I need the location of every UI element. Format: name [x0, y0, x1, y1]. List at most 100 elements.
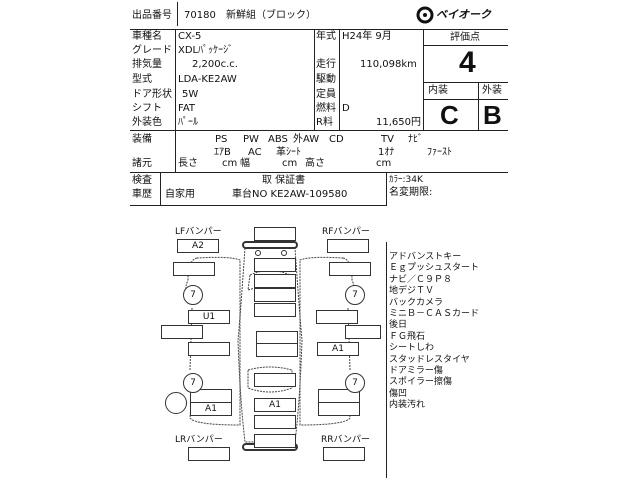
color-code: ｶﾗｰ:34K — [389, 175, 423, 185]
note-item: シートしわ — [389, 343, 435, 354]
rr-tire-circle[interactable]: 7 — [345, 373, 365, 393]
interior-score: C — [440, 100, 459, 130]
right-mirror-box[interactable] — [345, 325, 381, 339]
drive-label: 駆動 — [316, 74, 336, 85]
spec-label: 型式 — [132, 74, 152, 85]
exterior-label: 外装 — [482, 85, 502, 96]
mileage-value: 110,098km — [360, 59, 417, 70]
equip-item: CD — [329, 134, 344, 145]
year-label: 年式 — [316, 31, 336, 42]
grade: XDLﾊﾟｯｹｰｼﾞ — [178, 45, 234, 56]
left-rear-door-box[interactable] — [188, 342, 230, 356]
rf-tire-circle[interactable]: 7 — [345, 285, 365, 305]
lf-bumper-label: LFバンパー — [175, 227, 222, 237]
lf-tire-circle[interactable]: 7 — [183, 285, 203, 305]
overall-score: 4 — [459, 46, 476, 79]
rear-panel-box[interactable] — [254, 415, 296, 429]
left-mirror-box[interactable] — [161, 325, 203, 339]
note-item: Ｅｇプッシュスタート — [389, 263, 480, 274]
divider — [177, 2, 178, 26]
lr-tire-circle[interactable]: 7 — [183, 373, 203, 393]
hood-rear-box[interactable] — [254, 288, 296, 302]
year-value: H24年 9月 — [342, 31, 392, 42]
spec-label: グレード — [132, 45, 172, 56]
lot-label: 出品番号 — [132, 10, 172, 21]
model-code: LDA-KE2AW — [178, 74, 237, 85]
roof-rear-box[interactable] — [256, 343, 298, 357]
width-label: 幅 — [240, 158, 250, 169]
right-rear-box[interactable] — [318, 402, 360, 416]
name-change-deadline: 名変期限: — [389, 187, 433, 198]
inspection-label: 検査 — [132, 175, 152, 186]
spare-circle[interactable] — [165, 392, 187, 414]
note-item: 傷凹 — [389, 388, 408, 399]
equip-item: 外AW — [293, 134, 320, 145]
equip-item: 革ｼｰﾄ — [276, 147, 301, 158]
right-fender-box[interactable] — [329, 262, 371, 276]
equip-item: ABS — [268, 134, 288, 145]
left-rear-box[interactable]: A1 — [190, 402, 232, 416]
exterior-color: ﾊﾟｰﾙ — [178, 117, 198, 128]
spec-label: 外装色 — [132, 117, 162, 128]
dimensions-label: 諸元 — [132, 158, 152, 169]
note-item: 後日 — [389, 320, 408, 331]
lot-number: 70180 — [184, 10, 216, 21]
spec-label: ドア形状 — [132, 89, 172, 100]
spec-label: 車種名 — [132, 31, 162, 42]
note-item: 内装汚れ — [389, 400, 426, 411]
chassis-number: 車台NO KE2AW-109580 — [232, 189, 348, 200]
windshield-box[interactable] — [254, 303, 296, 317]
front-bumper-box[interactable] — [254, 227, 296, 241]
rear-bumper-box[interactable] — [254, 434, 296, 448]
equip-item: PS — [215, 134, 228, 145]
recycle-fee-label: R料 — [316, 117, 333, 128]
interior-label: 内装 — [428, 85, 448, 96]
spec-label: シフト — [132, 103, 162, 114]
rr-bumper-box[interactable] — [323, 447, 365, 461]
equip-item: ﾌｧｰｽﾄ — [427, 147, 452, 158]
displacement: 2,200c.c. — [192, 59, 238, 70]
hood-box[interactable] — [254, 274, 296, 288]
right-front-door-box[interactable] — [316, 310, 358, 324]
fuel-label: 燃料 — [316, 103, 336, 114]
lr-bumper-box[interactable] — [188, 447, 230, 461]
history-label: 車歴 — [132, 189, 152, 200]
equip-item: 1ｵﾅ — [378, 147, 395, 158]
recycle-fee-value: 11,650円 — [376, 117, 421, 128]
lr-bumper-label: LRバンパー — [175, 435, 223, 445]
score-label: 評価点 — [450, 32, 480, 43]
equip-item: ｴｱB — [214, 147, 231, 158]
equip-item: AC — [248, 147, 262, 158]
rf-bumper-box[interactable] — [327, 239, 369, 253]
equipment-label: 装備 — [132, 134, 152, 145]
note-item: スタッドレスタイヤ — [389, 354, 470, 365]
history-value: 自家用 — [165, 189, 195, 200]
rear-glass-box[interactable] — [254, 373, 296, 387]
fuel-value: D — [342, 103, 350, 114]
inspection-value: 取 保証書 — [262, 175, 306, 186]
note-item: バックカメラ — [389, 297, 444, 308]
venue: 新鮮組（ブロック） — [226, 10, 316, 21]
car-name: CX-5 — [178, 31, 202, 42]
left-fender-box[interactable] — [173, 262, 215, 276]
right-rear-door-box[interactable]: A1 — [317, 342, 359, 356]
spec-label: 排気量 — [132, 59, 162, 70]
note-item: ミニＢ－ＣＡＳカード — [389, 309, 480, 320]
front-panel-box[interactable] — [254, 258, 296, 272]
note-item: アドバンストキー — [389, 252, 462, 262]
exterior-score: B — [483, 100, 502, 130]
lf-bumper-box[interactable]: A2 — [177, 239, 219, 253]
note-item: スポイラー擦傷 — [389, 377, 453, 388]
equip-item: PW — [243, 134, 259, 145]
equip-item: TV — [381, 134, 394, 145]
equip-item: ﾅﾋﾞ — [408, 134, 423, 145]
left-front-door-box[interactable]: U1 — [188, 310, 230, 324]
bayauc-logo: ベイオーク — [414, 6, 506, 24]
note-item: ナビ／Ｃ９Ｐ８ — [389, 274, 453, 285]
height-label: 高さ — [305, 158, 325, 169]
logo-mark-icon — [416, 6, 434, 24]
rf-bumper-label: RFバンパー — [322, 227, 370, 237]
note-item: ＦＧ飛石 — [389, 331, 426, 342]
back-door-box[interactable]: A1 — [254, 398, 296, 412]
